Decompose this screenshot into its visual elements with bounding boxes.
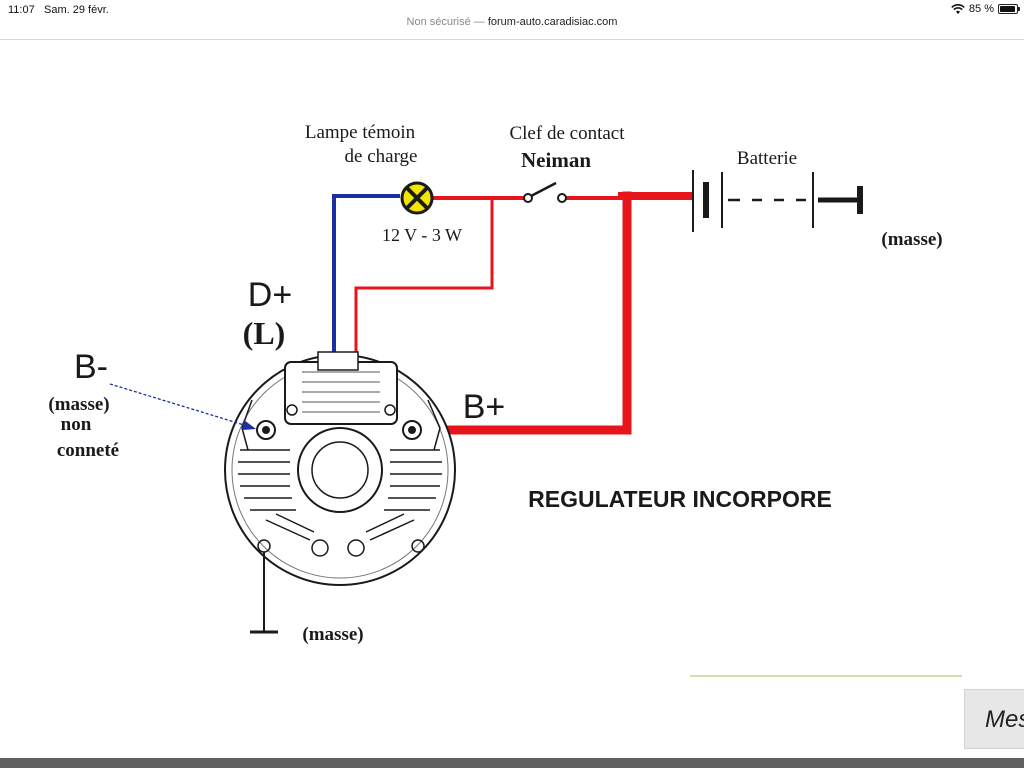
ignition-switch [523, 181, 567, 203]
battery-icon [998, 4, 1020, 14]
b-minus-arrow [109, 383, 256, 430]
b-minus-label: B- [74, 348, 108, 386]
address-bar[interactable]: Non sécurisé — forum-auto.caradisiac.com [0, 16, 1024, 38]
positive-wires [354, 191, 694, 435]
d-plus-alt-label: (L) [243, 315, 286, 351]
security-label: Non sécurisé — [406, 16, 488, 28]
alternator-ground-label: (masse) [302, 624, 363, 645]
url-host[interactable]: forum-auto.caradisiac.com [487, 16, 618, 28]
b-plus-label: B+ [463, 388, 506, 426]
status-time: 11:07 [8, 4, 35, 16]
lamp-label-line2: de charge [345, 146, 418, 167]
regulator-label: REGULATEUR INCORPORE [528, 486, 832, 512]
alternator-ground [250, 552, 278, 634]
key-label-line1: Clef de contact [509, 123, 625, 144]
battery-ground-label: (masse) [881, 229, 942, 250]
battery-symbol [692, 170, 863, 232]
status-bar: 11:07 Sam. 29 févr. 85 % [0, 0, 1024, 22]
b-minus-note-line3: conneté [57, 440, 119, 461]
content-divider [690, 675, 962, 677]
status-indicators: 85 % [951, 3, 1020, 15]
lamp-rating: 12 V - 3 W [382, 225, 462, 245]
alternator [224, 351, 456, 586]
battery-percent: 85 % [968, 3, 994, 15]
b-minus-note-line2: non [61, 414, 92, 435]
wire-b-plus [423, 191, 632, 435]
wire-excitation [354, 196, 494, 362]
wifi-icon [951, 3, 965, 14]
b-minus-note-line1: (masse) [48, 394, 109, 415]
status-date: Sam. 29 févr. [44, 4, 109, 16]
lamp-label-line1: Lampe témoin [305, 122, 416, 143]
message-button[interactable]: Mes [964, 689, 1024, 749]
bottom-edge [0, 758, 1024, 768]
toolbar-divider [0, 39, 1024, 40]
wiring-diagram: Lampe témoin de charge 12 V - 3 W Clef d… [48, 122, 942, 645]
battery-label: Batterie [737, 148, 797, 169]
charge-lamp [400, 181, 434, 215]
wire-d-plus [332, 194, 400, 360]
key-label-line2: Neiman [521, 148, 591, 172]
d-plus-label: D+ [248, 276, 292, 314]
